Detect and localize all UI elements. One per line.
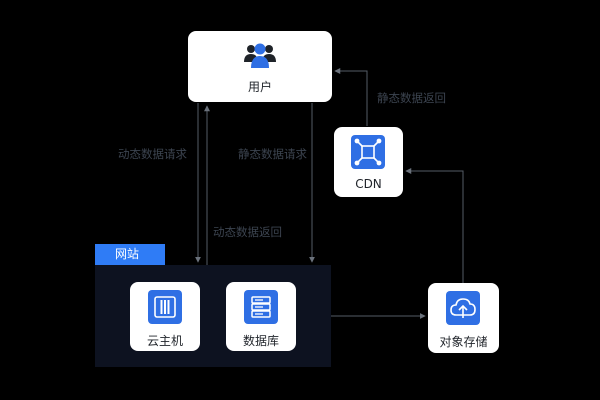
group-website-tag: 网站 [95, 244, 165, 265]
edge-label-static-return: 静态数据返回 [377, 91, 446, 105]
node-object-storage: 对象存储 [428, 283, 499, 353]
node-object-storage-label: 对象存储 [439, 335, 488, 349]
node-cloud-host-label: 云主机 [146, 334, 183, 348]
node-cdn-label: CDN [355, 177, 382, 191]
edge-storage-to-cdn [405, 168, 464, 283]
database-icon [244, 290, 278, 324]
server-icon [148, 290, 182, 324]
edge-static-return [334, 68, 368, 126]
edge-label-static-request: 静态数据请求 [238, 147, 307, 161]
node-user: 用户 [188, 31, 332, 102]
cloud-upload-icon [446, 291, 480, 325]
users-icon [242, 40, 278, 74]
node-database-label: 数据库 [242, 334, 279, 348]
node-user-label: 用户 [247, 80, 272, 94]
edge-label-dynamic-return: 动态数据返回 [213, 225, 282, 239]
edge-label-dynamic-request: 动态数据请求 [118, 147, 187, 161]
node-cdn: CDN [334, 127, 403, 197]
node-database: 数据库 [226, 282, 296, 351]
node-cloud-host: 云主机 [130, 282, 200, 351]
network-hub-icon [351, 135, 385, 169]
